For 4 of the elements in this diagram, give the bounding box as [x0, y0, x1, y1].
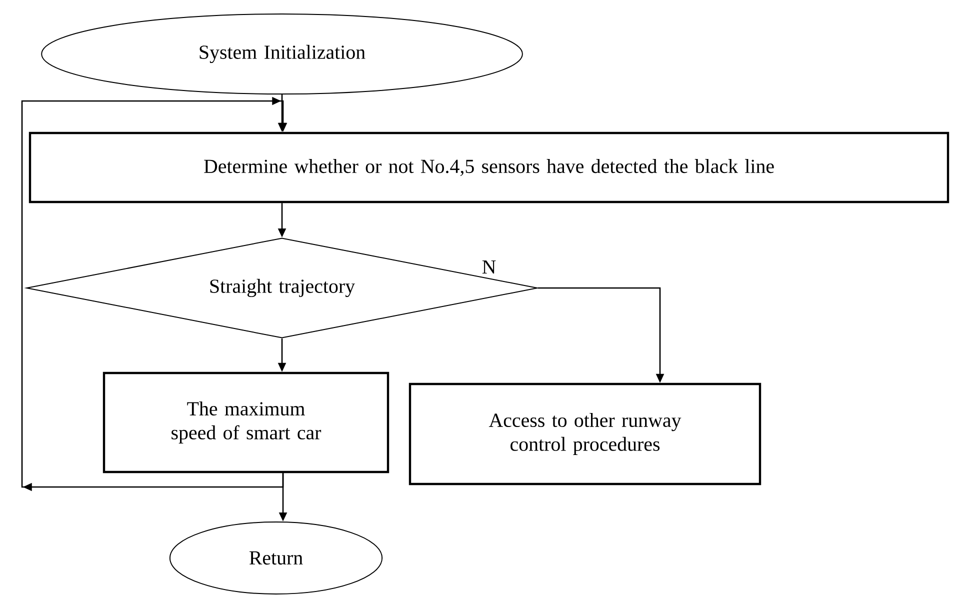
- arrow: [21, 96, 288, 492]
- process-box: Determine whether or not No.4,5 sensors have detected the black line: [28, 132, 950, 204]
- process-box: Access to other runway control procedures: [408, 382, 762, 486]
- process-box: The maximum speed of smart car: [102, 372, 390, 474]
